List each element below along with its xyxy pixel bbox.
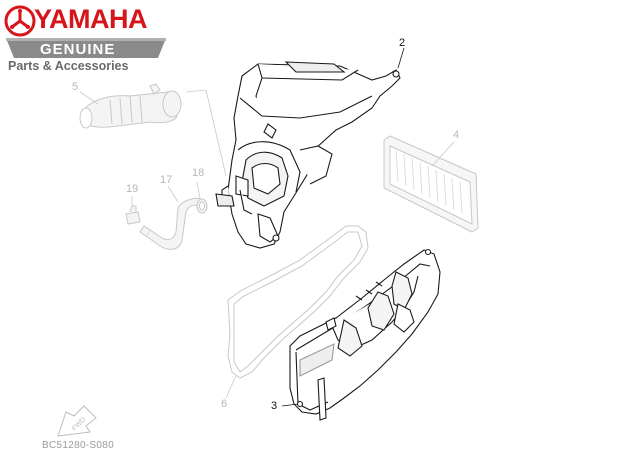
callout-2: 2 (399, 37, 406, 49)
callout-5: 5 (72, 81, 79, 93)
part-3-lower-airbox (289, 248, 441, 421)
brand-name: YAMAHA (34, 4, 148, 34)
part-17-breather-hose (139, 197, 205, 250)
part-4-filter-element (383, 135, 479, 233)
callout-3: 3 (271, 400, 278, 412)
part-6-gasket (227, 225, 369, 379)
part-18-hose-clamp (196, 198, 208, 214)
callout-18: 18 (192, 167, 205, 179)
fwd-arrow-icon: FWD (57, 405, 97, 437)
part-19-clip (125, 205, 141, 225)
callout-4: 4 (453, 129, 460, 141)
yamaha-logo: YAMAHA GENUINE Parts & Accessories (4, 4, 174, 74)
callout-6: 6 (221, 398, 228, 410)
callout-19: 19 (126, 183, 139, 195)
genuine-banner (6, 38, 166, 58)
part-2-upper-airbox (215, 61, 401, 249)
diagram-code: BC51280-S080 (42, 440, 114, 451)
part-5-intake-boot (79, 83, 182, 129)
brand-tagline: Parts & Accessories (8, 59, 129, 73)
brand-line: GENUINE (40, 41, 116, 58)
tuning-fork-emblem-icon (4, 5, 36, 37)
callout-17: 17 (160, 174, 173, 186)
